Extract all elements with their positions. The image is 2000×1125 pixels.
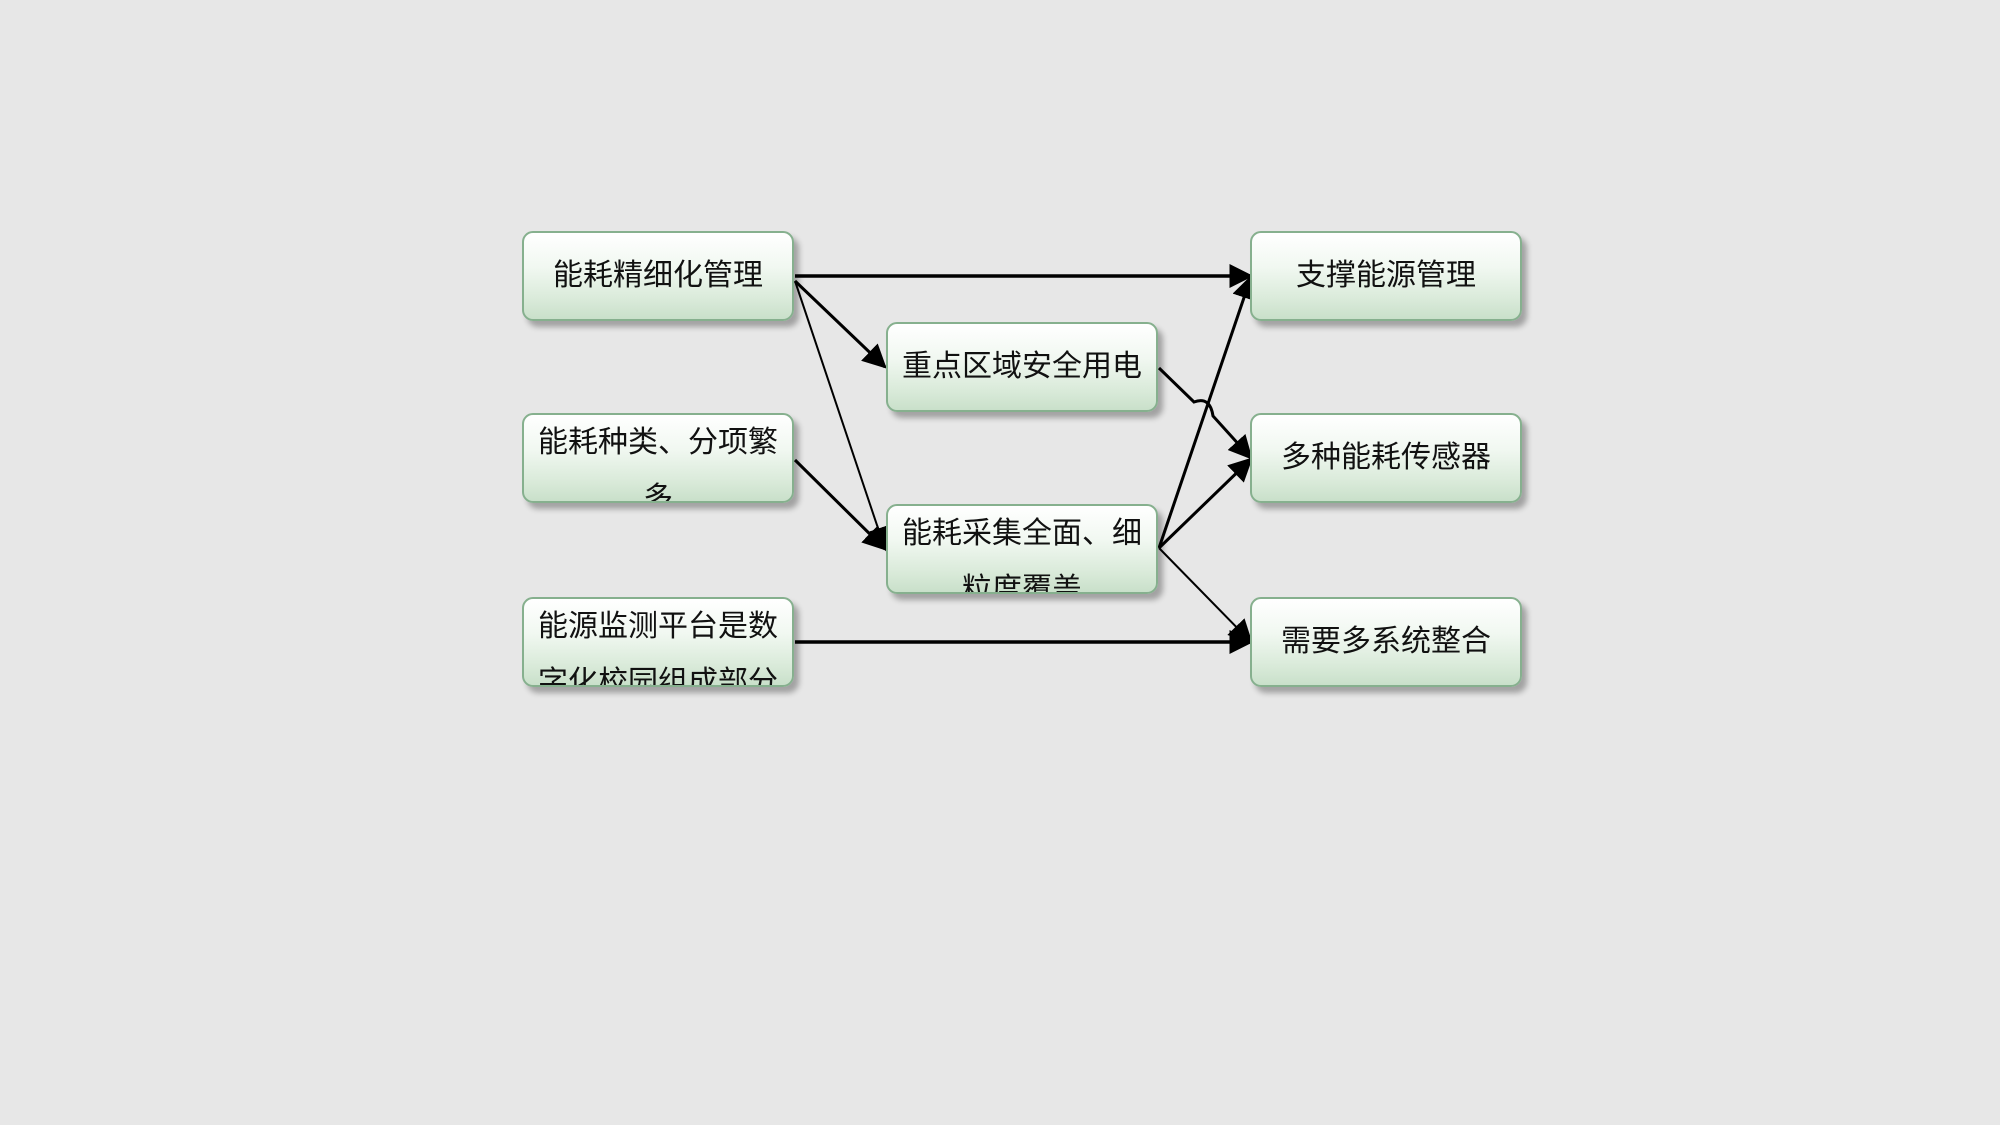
node-fine-management-label: 能耗精细化管理 (553, 258, 763, 293)
arrow-collection-to-system (1158, 547, 1253, 644)
node-full-collection: 能耗采集全面、细粒度覆盖 (886, 504, 1158, 594)
arrow-types-to-collection (793, 458, 887, 551)
node-multi-sensors: 多种能耗传感器 (1250, 413, 1522, 503)
node-platform-part: 能源监测平台是数字化校园组成部分 (522, 597, 794, 687)
node-key-area-safety-label: 重点区域安全用电 (902, 349, 1142, 384)
node-many-types: 能耗种类、分项繁多 (522, 413, 794, 503)
node-multi-system: 需要多系统整合 (1250, 597, 1522, 687)
node-full-collection-label: 能耗采集全面、细粒度覆盖 (902, 516, 1142, 594)
node-platform-part-label: 能源监测平台是数字化校园组成部分 (538, 609, 778, 687)
arrow-keyarea-to-sensors (1157, 366, 1253, 460)
node-support-energy-label: 支撑能源管理 (1296, 258, 1476, 293)
arrow-collection-to-support (1157, 274, 1256, 549)
arrow-fine-to-collection (794, 280, 890, 552)
arrow-collection-to-sensors (1157, 457, 1253, 550)
node-many-types-label: 能耗种类、分项繁多 (538, 425, 778, 503)
node-multi-sensors-label: 多种能耗传感器 (1281, 440, 1491, 475)
node-support-energy: 支撑能源管理 (1250, 231, 1522, 321)
arrow-fine-to-keyarea (793, 279, 887, 369)
node-key-area-safety: 重点区域安全用电 (886, 322, 1158, 412)
node-multi-system-label: 需要多系统整合 (1281, 624, 1491, 659)
node-fine-management: 能耗精细化管理 (522, 231, 794, 321)
